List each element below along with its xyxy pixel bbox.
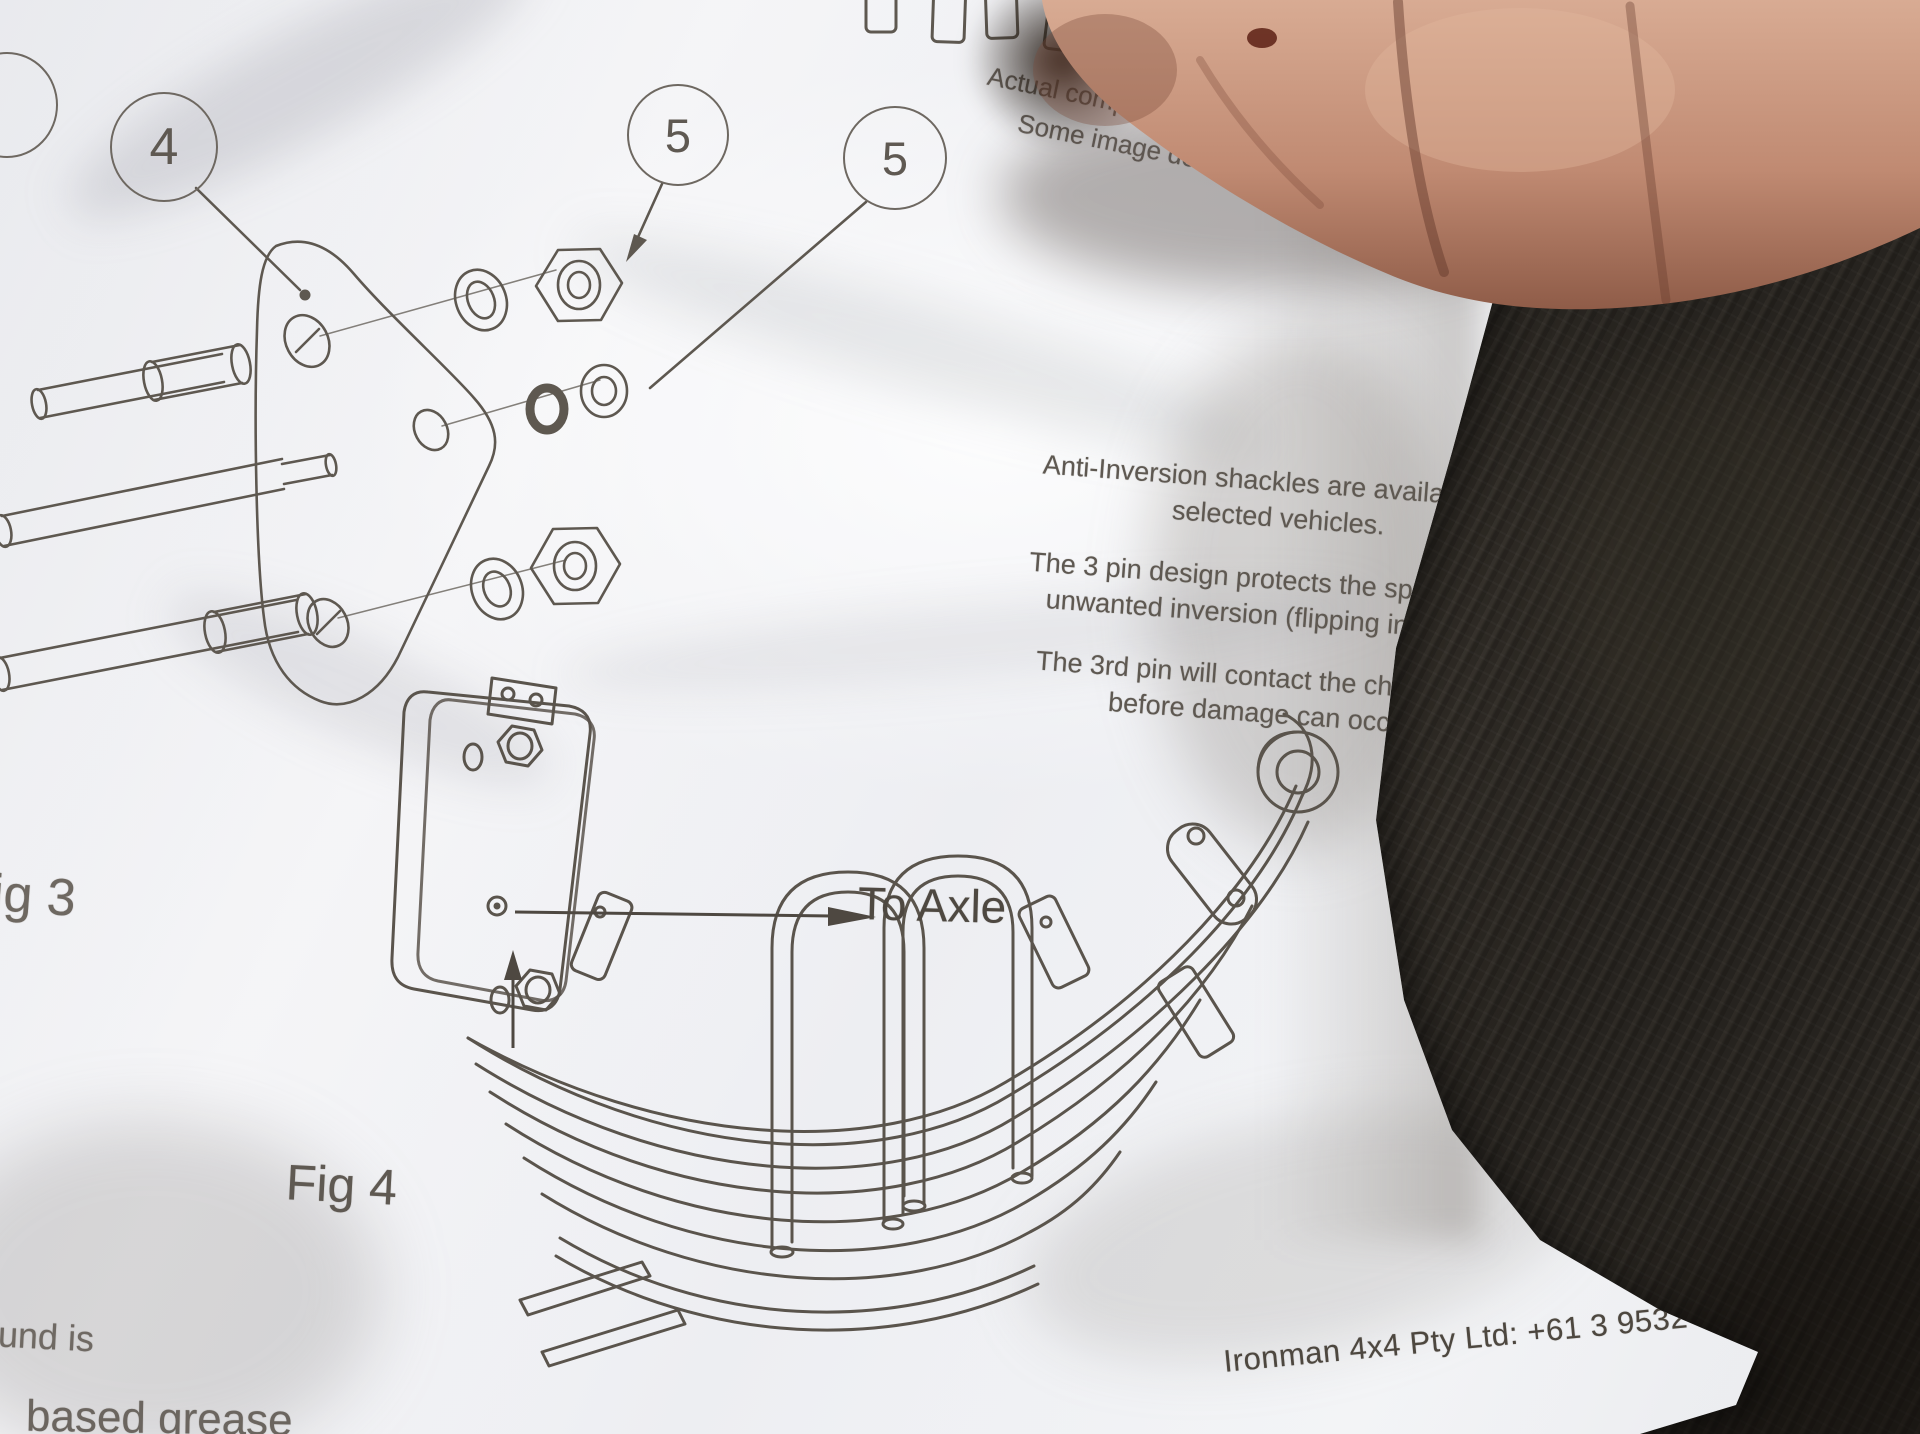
- shackle-notes-text: Anti-Inversion shackles are available fo…: [1016, 446, 1554, 775]
- paper-crease: [147, 558, 573, 822]
- callout-label: 4: [149, 118, 179, 176]
- to-axle-label: To Axle: [857, 877, 1007, 933]
- callout-circle-5a: 5: [627, 84, 729, 186]
- callout-circle-partial: [0, 52, 58, 158]
- to-axle-arrow: [514, 907, 876, 926]
- edge-text-fragment: based grease: [25, 1391, 294, 1434]
- callout-circle-5b: 5: [843, 106, 947, 210]
- callout-label: 5: [664, 108, 692, 162]
- fig4-label: Fig 4: [284, 1154, 399, 1216]
- callout-circle-4: 4: [110, 92, 218, 202]
- callout-label: 5: [881, 131, 909, 185]
- fig3-exploded-shackle-diagram: [0, 182, 868, 706]
- up-arrow: [504, 950, 522, 1048]
- fig3-label: ig 3: [0, 864, 78, 928]
- footer-contact-text: Ironman 4x4 Pty Ltd: +61 3 9532 1111: [1222, 1292, 1763, 1379]
- note-paragraph-2: The 3 pin design protects the spring aga…: [1028, 546, 1554, 648]
- fig4-leaf-spring-diagram: [390, 676, 1340, 1368]
- note-paragraph-3: The 3rd pin will contact the chassis rai…: [1035, 645, 1499, 740]
- edge-text-fragment: und is: [0, 1313, 96, 1360]
